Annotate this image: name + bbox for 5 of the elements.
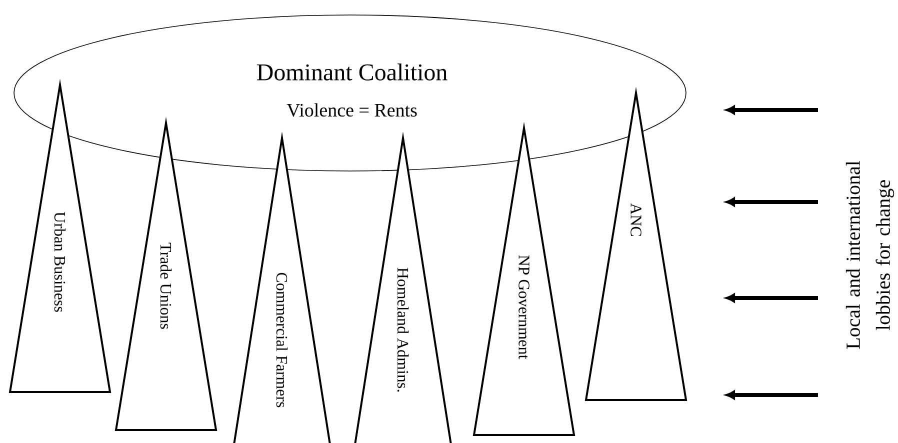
node-label: Homeland Admins. <box>397 268 409 392</box>
node-label: Trade Unions <box>160 242 172 329</box>
node-label: Commercial Farmers <box>276 272 288 408</box>
node-label: NP Government <box>518 255 530 360</box>
side-label: Local and international lobbies for change <box>846 160 894 349</box>
